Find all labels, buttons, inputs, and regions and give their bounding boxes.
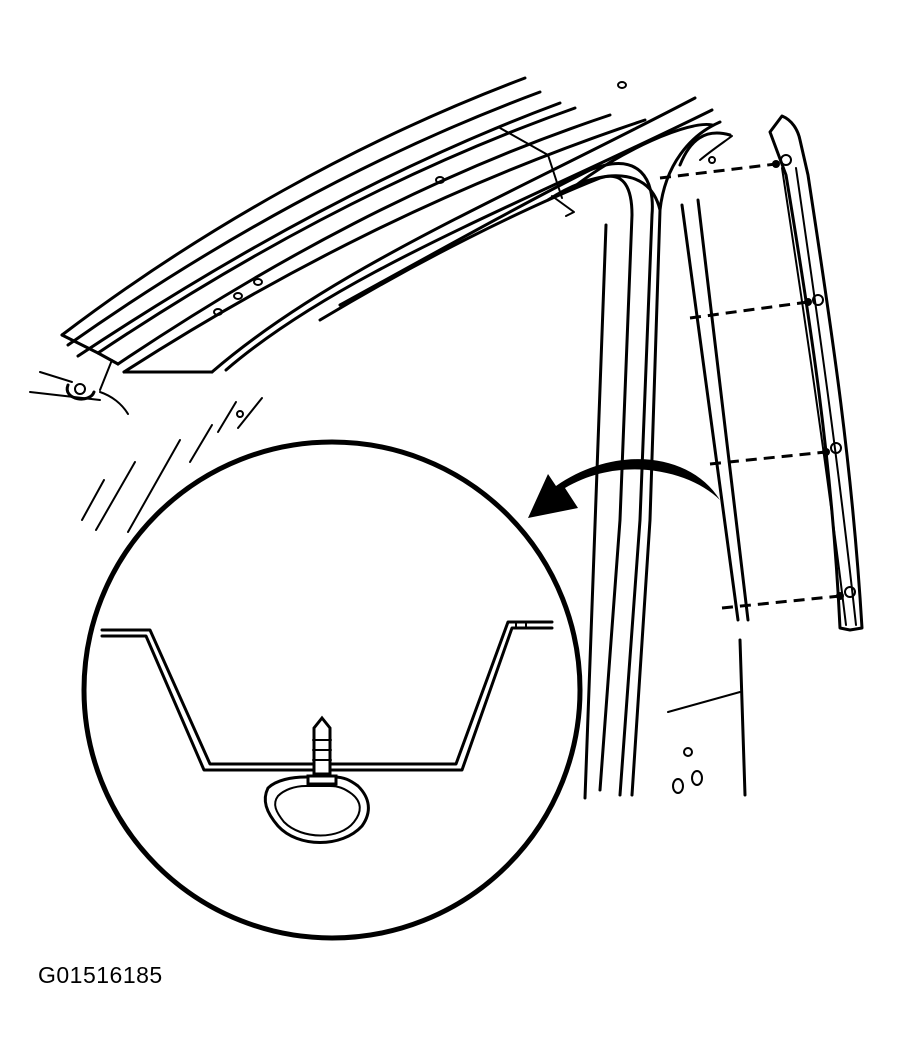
pillar-molding-strip	[768, 114, 864, 632]
roof-rail	[29, 76, 714, 415]
door-frame	[318, 120, 750, 800]
curved-arrow-icon	[528, 459, 720, 518]
figure-id-label: G01516185	[38, 962, 163, 988]
detail-inset	[81, 439, 583, 941]
fastener-leader-lines	[659, 160, 844, 610]
window-glass-reflection	[81, 397, 263, 533]
push-pin-fastener-icon	[263, 715, 370, 844]
